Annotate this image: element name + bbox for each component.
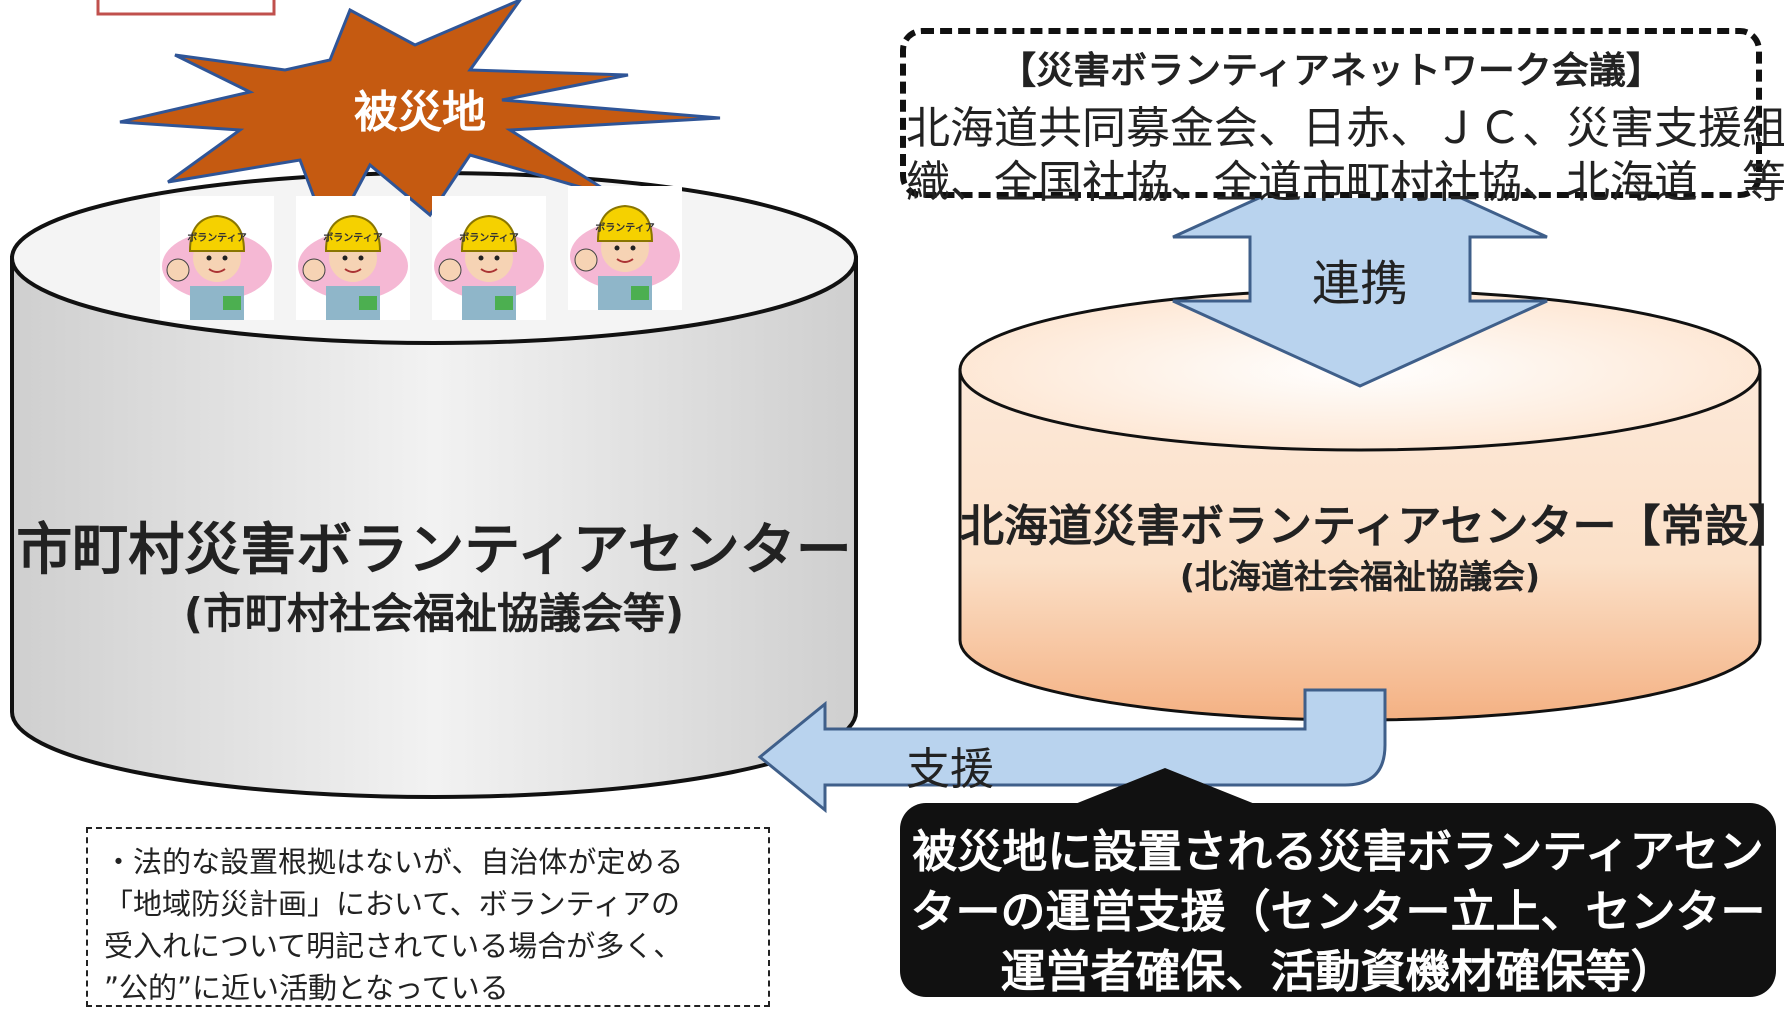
network-council-members-line2: 織、全国社協、全道市町村社協、北海道 等 bbox=[906, 157, 1784, 208]
hokkaido-center-cylinder bbox=[958, 288, 1762, 722]
municipal-center-name: 市町村災害ボランティアセンター bbox=[16, 518, 852, 583]
volunteer-figure: ボランティア bbox=[432, 196, 546, 320]
pointer-triangle bbox=[1060, 768, 1270, 810]
helmet-label: ボランティア bbox=[459, 231, 518, 244]
network-council-members-line1: 北海道共同募金会、日赤、ＪＣ、災害支援組 bbox=[906, 103, 1784, 154]
network-council-title: 【災害ボランティアネットワーク会議】 bbox=[999, 49, 1663, 92]
support-description-box: 被災地に設置される災害ボランティアセン ターの運営支援（センター立上、センター … bbox=[900, 803, 1776, 998]
hokkaido-center-name: 北海道災害ボランティアセンター【常設】 bbox=[960, 501, 1784, 552]
helmet-label: ボランティア bbox=[595, 221, 654, 234]
support-description-line3: 運営者確保、活動資機材確保等） bbox=[1000, 945, 1676, 998]
support-description-line1: 被災地に設置される災害ボランティアセン bbox=[912, 825, 1764, 878]
support-label: 支援 bbox=[906, 744, 994, 795]
volunteer-figure: ボランティア bbox=[160, 196, 274, 320]
municipal-center-org: (市町村社会福祉協議会等) bbox=[183, 589, 685, 638]
disaster-burst bbox=[119, 0, 721, 244]
cooperation-label: 連携 bbox=[1311, 256, 1408, 312]
legal-basis-note: ・法的な設置根拠はないが、自治体が定める 「地域防災計画」において、ボランティア… bbox=[86, 827, 770, 1007]
support-arrow bbox=[757, 688, 1387, 814]
hokkaido-center-org: (北海道社会福祉協議会) bbox=[1179, 557, 1541, 596]
disaster-site-label: 被災地 bbox=[354, 87, 486, 138]
volunteer-figure: ボランティア bbox=[296, 196, 410, 320]
support-description-line2: ターの運営支援（センター立上、センター bbox=[910, 885, 1766, 938]
cooperation-double-arrow bbox=[1172, 150, 1548, 388]
helmet-label: ボランティア bbox=[187, 231, 246, 244]
helmet-label: ボランティア bbox=[323, 231, 382, 244]
volunteer-figure: ボランティア bbox=[568, 186, 682, 310]
corner-frame bbox=[96, 0, 276, 16]
network-council-box: 【災害ボランティアネットワーク会議】 北海道共同募金会、日赤、ＪＣ、災害支援組 … bbox=[900, 28, 1784, 208]
